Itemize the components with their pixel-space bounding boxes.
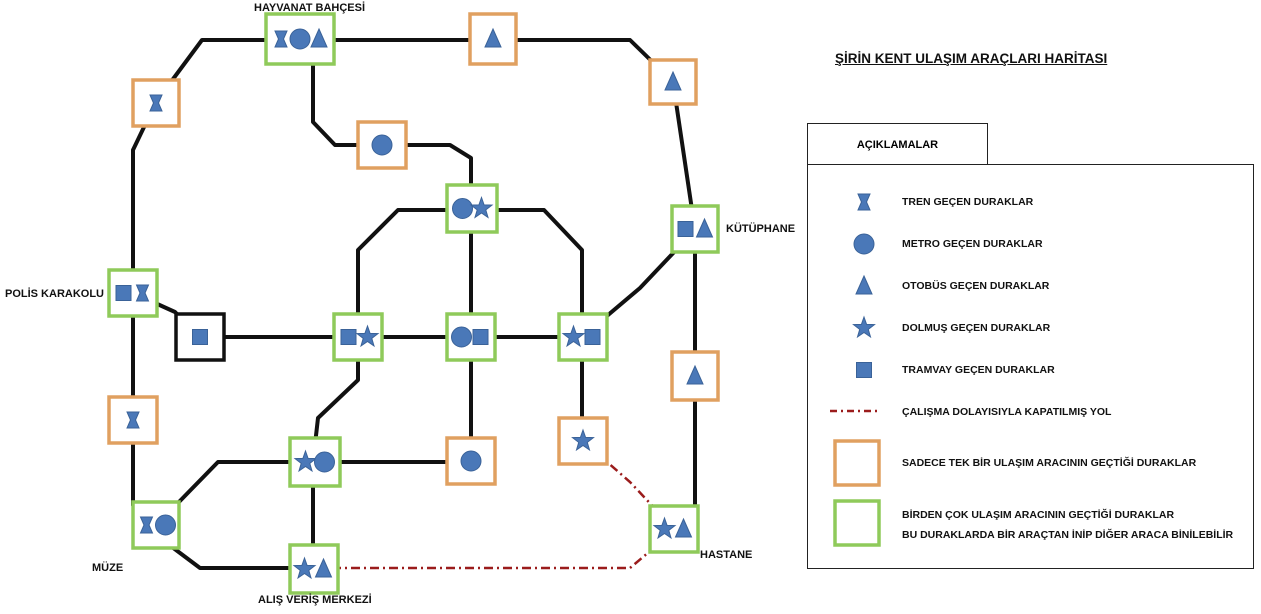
stop-museum (131, 500, 181, 550)
single-stop-icon (833, 439, 881, 487)
road-segment (154, 38, 697, 532)
stop-right-bus (670, 350, 720, 402)
legend-metro-text: METRO GEÇEN DURAKLAR (902, 238, 1043, 250)
stop-mall (288, 543, 340, 595)
bus-icon (314, 557, 333, 578)
stop-box (648, 504, 700, 554)
metro-icon (314, 451, 335, 473)
stop-hospital (648, 504, 700, 554)
minibus-icon (293, 449, 318, 473)
label-zoo: HAYVANAT BAHÇESİ (254, 2, 366, 14)
legend-train-text: TREN GEÇEN DURAKLAR (902, 196, 1034, 208)
bus-icon (695, 217, 714, 238)
minibus-icon (652, 516, 677, 540)
train-icon (857, 193, 871, 211)
label-police: POLİS KARAKOLU (5, 288, 104, 300)
stop-top-bus-1 (468, 12, 518, 66)
minibus-icon (561, 324, 586, 348)
label-library: KÜTÜPHANE (726, 223, 796, 235)
stop-police (107, 268, 159, 318)
label-mall: ALIŞ VERİŞ MERKEZİ (258, 594, 372, 606)
metro-icon (289, 28, 311, 50)
train-icon (274, 30, 288, 48)
train-icon (126, 411, 140, 429)
train-icon (135, 284, 150, 302)
bus-icon (855, 274, 873, 295)
metro-icon (371, 134, 393, 156)
legend-bus-text: OTOBÜS GEÇEN DURAKLAR (902, 280, 1050, 292)
tram-icon (340, 329, 357, 345)
road-network (131, 38, 697, 570)
stop-mid-left (332, 312, 384, 362)
stop-tram-single (174, 312, 226, 362)
metro-icon (452, 198, 473, 219)
closed-road (313, 529, 676, 570)
legend-single-stop-text: SADECE TEK BİR ULAŞIM ARACININ GEÇTİĞİ D… (902, 457, 1197, 469)
stop-inner-metro (356, 120, 408, 170)
bus-icon (310, 27, 328, 48)
train-icon (139, 516, 154, 534)
tram-icon (856, 362, 872, 378)
label-hospital: HASTANE (700, 549, 753, 561)
stops-layer (107, 12, 720, 595)
metro-icon (155, 514, 176, 536)
legend-icons (830, 193, 881, 547)
legend-minibus-text: DOLMUŞ GEÇEN DURAKLAR (902, 322, 1051, 334)
legend-closed-road-text: ÇALIŞMA DOLAYISIYLA KAPATILMIŞ YOL (902, 406, 1112, 418)
minibus-icon (469, 195, 494, 219)
bus-icon (674, 517, 693, 538)
tram-icon (472, 329, 489, 345)
multi-stop-icon (833, 499, 881, 547)
minibus-icon (292, 556, 317, 580)
legend-box: TREN GEÇEN DURAKLAR METRO GEÇEN DURAKLAR… (807, 164, 1254, 569)
bus-icon (686, 364, 704, 385)
stop-mid-center (445, 312, 497, 362)
tram-icon (192, 329, 208, 345)
map-title: ŞİRİN KENT ULAŞIM ARAÇLARI HARİTASI (835, 51, 1108, 66)
metro-icon (460, 450, 482, 472)
stop-lower-left (288, 436, 342, 488)
minibus-icon (355, 324, 380, 348)
stop-minibus-single (557, 416, 609, 466)
legend-multi-stop-text-2: BU DURAKLARDA BİR ARAÇTAN İNİP DİĞER ARA… (902, 529, 1234, 541)
road-segment (132, 228, 697, 339)
bus-icon (484, 27, 502, 48)
legend-tram-text: TRAMVAY GEÇEN DURAKLAR (902, 364, 1055, 376)
bus-icon (664, 70, 682, 91)
legend-tab: AÇIKLAMALAR (807, 123, 988, 165)
stop-mid-right (557, 312, 609, 362)
tram-icon (677, 221, 694, 237)
tram-icon (115, 285, 132, 301)
minibus-icon (852, 315, 876, 339)
metro-icon (451, 326, 472, 348)
stop-lower-metro (445, 436, 497, 486)
stop-left-train-1 (131, 78, 181, 128)
metro-icon (853, 233, 875, 255)
stop-library (670, 204, 720, 254)
stop-box (445, 436, 497, 486)
minibus-icon (571, 428, 595, 452)
road-segment (174, 460, 313, 507)
stop-left-train-2 (107, 395, 159, 445)
legend-multi-stop-text: BİRDEN ÇOK ULAŞIM ARACININ GEÇTİĞİ DURAK… (902, 509, 1175, 521)
stop-zoo (264, 12, 336, 66)
stop-center-top (445, 183, 499, 234)
stop-top-bus-2 (648, 58, 698, 106)
stop-box (288, 543, 340, 595)
tram-icon (584, 329, 601, 345)
label-museum: MÜZE (92, 562, 124, 574)
train-icon (149, 94, 163, 112)
